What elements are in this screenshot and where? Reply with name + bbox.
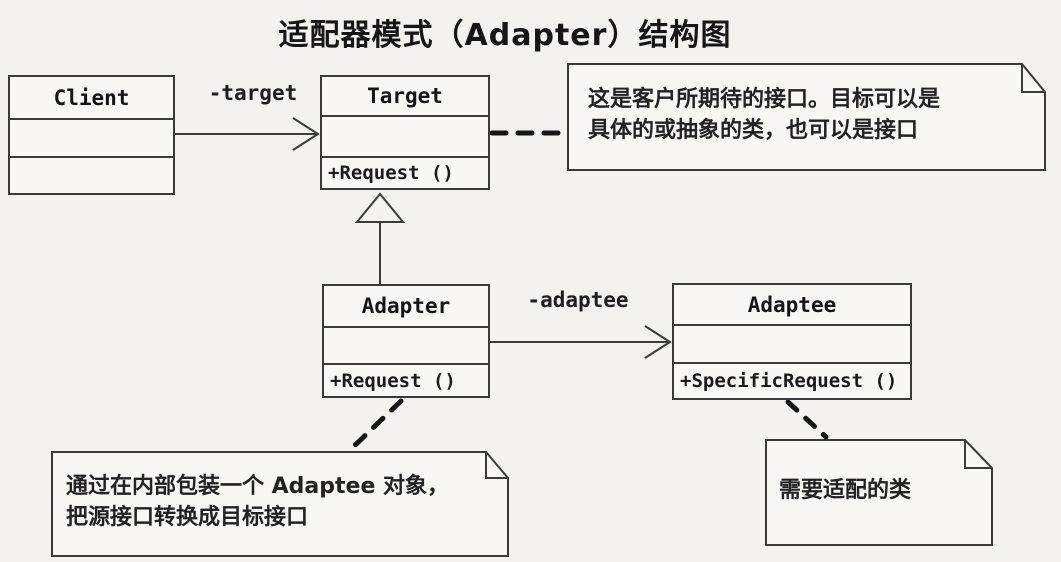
open-arrowhead-icon <box>644 325 672 359</box>
note-target-line-2: 具体的或抽象的类，也可以是接口 <box>588 118 919 143</box>
note-anchor-adapter <box>347 398 404 453</box>
class-adapter-name: Adapter <box>361 294 451 318</box>
diagram-title: 适配器模式（Adapter）结构图 <box>278 18 732 53</box>
class-adapter-attributes <box>324 326 488 363</box>
generalization-adapter-target <box>354 192 406 284</box>
note-adapter-text: 通过在内部包装一个 Adaptee 对象， 把源接口转换成目标接口 <box>66 471 496 533</box>
note-anchor-adaptee <box>785 399 829 440</box>
note-shape-adapter <box>51 451 509 557</box>
class-target: Target +Request () <box>320 75 490 190</box>
association-label-adaptee: -adaptee <box>527 288 629 312</box>
class-client-name: Client <box>53 85 130 110</box>
note-target-line-1: 这是客户所期待的接口。目标可以是 <box>588 87 941 112</box>
class-adaptee-attributes <box>674 324 910 362</box>
class-target-operations: +Request () <box>322 156 488 188</box>
note-shape-adaptee <box>765 439 993 546</box>
open-arrowhead-icon <box>292 117 320 151</box>
association-client-target <box>175 117 320 151</box>
class-adaptee-name: Adaptee <box>747 292 837 317</box>
class-target-name: Target <box>367 84 443 108</box>
class-target-attributes <box>322 115 488 156</box>
class-client-attributes <box>10 118 173 156</box>
hollow-triangle-icon <box>354 192 406 223</box>
note-shape-target <box>567 63 1046 171</box>
class-client: Client <box>8 75 175 195</box>
note-adapter-line-1: 通过在内部包装一个 Adaptee 对象， <box>66 474 450 499</box>
association-adapter-adaptee <box>490 325 672 359</box>
class-adaptee-operations: +SpecificRequest () <box>674 362 910 398</box>
note-adapter-line-2: 把源接口转换成目标接口 <box>66 505 309 530</box>
note-adaptee-text: 需要适配的类 <box>779 476 979 506</box>
class-adapter-operations: +Request () <box>324 363 488 396</box>
note-target-text: 这是客户所期待的接口。目标可以是 具体的或抽象的类，也可以是接口 <box>588 84 1028 146</box>
class-client-operations <box>10 156 173 193</box>
class-adaptee: Adaptee +SpecificRequest () <box>672 283 912 400</box>
class-adapter: Adapter +Request () <box>322 284 490 398</box>
note-adaptee-line-1: 需要适配的类 <box>779 478 912 503</box>
association-label-target: -target <box>208 81 298 105</box>
